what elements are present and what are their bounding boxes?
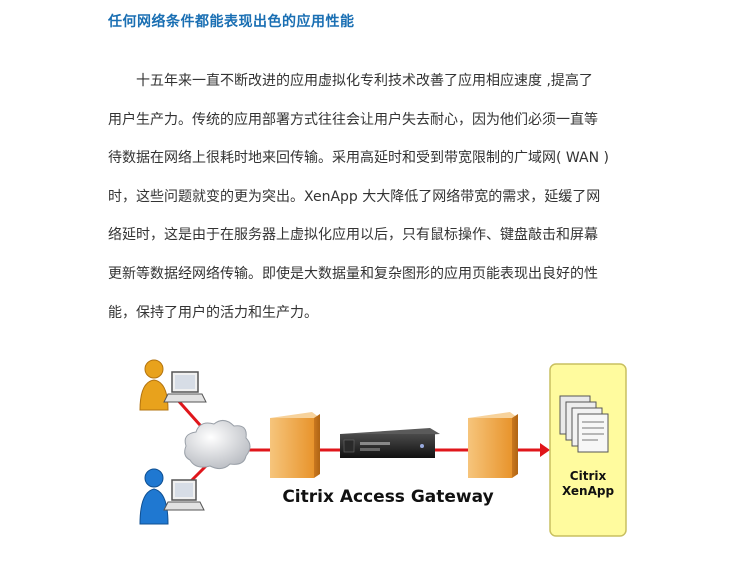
arrow-head xyxy=(540,443,550,457)
server-label-line1: Citrix xyxy=(570,469,607,483)
server-label-line2: XenApp xyxy=(562,484,614,498)
cloud-icon xyxy=(184,420,251,470)
paragraph-line: 用户生产力。传统的应用部署方式往往会让用户失去耐心，因为他们必须一直等 xyxy=(108,111,598,128)
gateway-appliance-icon xyxy=(340,428,440,458)
paragraph-line: 更新等数据经网络传输。即使是大数据量和复杂图形的应用页能表现出良好的性 xyxy=(108,265,598,282)
firewall-icon xyxy=(270,412,320,478)
article-paragraph: 十五年来一直不断改进的应用虚拟化专利技术改善了应用相应速度 ,提高了 用户生产力… xyxy=(108,62,638,332)
laptop-icon xyxy=(163,479,205,511)
server-documents-icon xyxy=(559,395,609,453)
paragraph-line: 络延时，这是由于在服务器上虚拟化应用以后，只有鼠标操作、键盘敲击和屏幕 xyxy=(108,227,598,244)
user-icon xyxy=(139,359,169,411)
paragraph-line: 待数据在网络上很耗时地来回传输。采用高延时和受到带宽限制的广域网( WAN ) xyxy=(108,150,609,167)
network-diagram: Citrix Access Gateway Citrix XenApp xyxy=(139,359,627,537)
xenapp-server-panel: Citrix XenApp xyxy=(549,363,627,537)
paragraph-line: 十五年来一直不断改进的应用虚拟化专利技术改善了应用相应速度 ,提高了 xyxy=(136,73,593,89)
gateway-label: Citrix Access Gateway xyxy=(282,487,493,507)
page-title: 任何网络条件都能表现出色的应用性能 xyxy=(108,14,355,30)
firewall-icon xyxy=(468,412,518,478)
user-icon xyxy=(139,468,169,525)
paragraph-line: 时，这些问题就变的更为突出。XenApp 大大降低了网络带宽的需求，延缓了网 xyxy=(108,188,601,205)
laptop-icon xyxy=(163,371,207,403)
paragraph-line: 能，保持了用户的活力和生产力。 xyxy=(108,304,318,321)
